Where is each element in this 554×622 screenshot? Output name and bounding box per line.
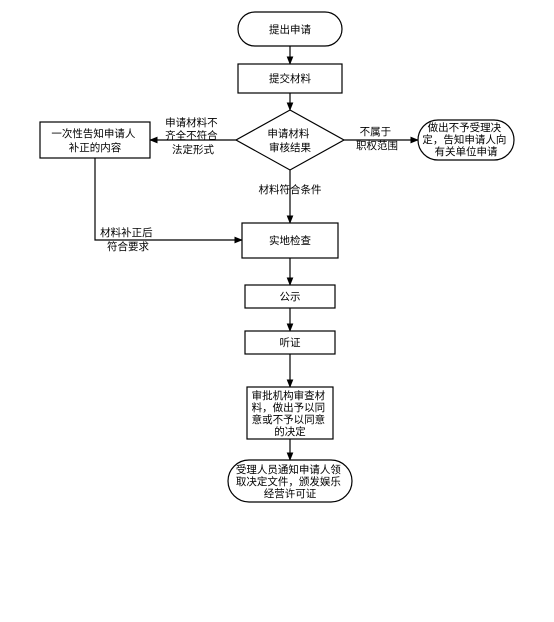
node-decide-text: 审批机构审查材 料，做出予以同 意或不予以同意 的决定 [252,389,329,438]
node-inspect: 实地检查 [241,222,339,259]
node-inform-text: 一次性告知申请人 补正的内容 [51,127,138,154]
arrow-inform-to-inspect [94,158,243,244]
process-shape [244,284,336,309]
connectors [94,46,419,461]
process-shape [39,121,151,159]
node-hearing-text: 听证 [280,337,301,349]
terminal-shape [237,11,343,47]
node-decide: 审批机构审查材 料，做出予以同 意或不予以同意 的决定 [246,386,334,440]
process-shape [244,330,336,355]
terminal-shape [417,119,515,161]
edge-label-incomplete: 申请材料不 齐全不符合 法定形式 [165,116,221,156]
node-inspect-text: 实地检查 [269,234,311,247]
node-start: 提出申请 [237,11,343,47]
process-shape [237,63,343,94]
node-inform: 一次性告知申请人 补正的内容 [39,121,151,159]
node-notify: 受理人员通知申请人领 取决定文件，颁发娱乐 经营许可证 [227,459,353,503]
process-shape [246,386,334,440]
node-reject: 做出不予受理决 定，告知申请人向 有关单位申请 [417,119,515,161]
node-publicize-text: 公示 [280,291,301,303]
edge-label-qualified: 材料符合条件 [259,183,322,196]
edge-label-out-of-scope: 不属于 职权范围 [356,126,398,152]
node-submit-text: 提交材料 [269,72,311,85]
node-publicize: 公示 [244,284,336,309]
node-start-text: 提出申请 [269,23,311,36]
edge-label-corrected: 材料补正后 符合要求 [100,226,156,253]
decision-shape [234,109,346,171]
node-reject-text: 做出不予受理决 定，告知申请人向 有关单位申请 [422,121,509,158]
process-shape [241,222,339,259]
node-review: 申请材料 审核结果 [234,109,346,171]
node-notify-text: 受理人员通知申请人领 取决定文件，颁发娱乐 经营许可证 [236,463,344,500]
terminal-shape [227,459,353,503]
node-hearing: 听证 [244,330,336,355]
node-submit: 提交材料 [237,63,343,94]
node-review-text: 申请材料 审核结果 [267,127,312,154]
